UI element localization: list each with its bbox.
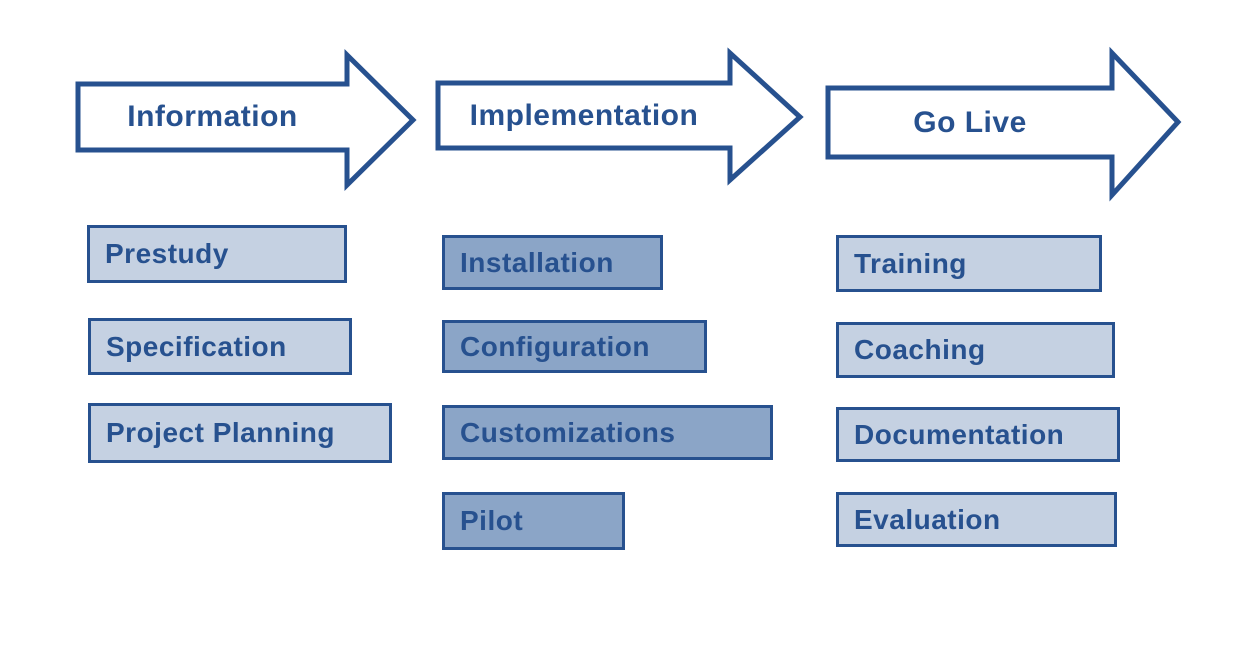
step-label: Configuration xyxy=(460,330,651,362)
step-pilot: Pilot xyxy=(442,492,625,550)
step-specification: Specification xyxy=(88,318,352,375)
step-label: Specification xyxy=(106,330,287,362)
step-training: Training xyxy=(836,235,1102,292)
step-configuration: Configuration xyxy=(442,320,707,373)
step-label: Prestudy xyxy=(105,238,229,269)
step-label: Customizations xyxy=(460,416,676,448)
right-arrow-shape xyxy=(435,47,804,186)
step-label: Coaching xyxy=(854,334,986,365)
step-label: Project Planning xyxy=(106,417,335,448)
step-label: Evaluation xyxy=(854,503,1001,535)
right-arrow-shape xyxy=(75,49,417,191)
step-coaching: Coaching xyxy=(836,322,1115,378)
step-label: Training xyxy=(854,247,967,279)
step-label: Installation xyxy=(460,246,614,278)
step-evaluation: Evaluation xyxy=(836,492,1117,547)
right-arrow-shape xyxy=(825,46,1182,202)
step-customizations: Customizations xyxy=(442,405,773,460)
phase-label-implementation: Implementation xyxy=(469,98,699,132)
step-label: Documentation xyxy=(854,418,1065,450)
step-project-planning: Project Planning xyxy=(88,403,392,463)
phase-arrow-go-live: Go Live xyxy=(824,46,1188,202)
phase-arrow-implementation: Implementation xyxy=(434,47,804,187)
phase-arrow-information: Information xyxy=(74,49,418,191)
step-label: Pilot xyxy=(460,505,524,536)
phase-label-information: Information xyxy=(127,100,298,133)
phase-label-go-live: Go Live xyxy=(913,105,1027,139)
step-installation: Installation xyxy=(442,235,663,290)
step-documentation: Documentation xyxy=(836,407,1120,462)
step-prestudy: Prestudy xyxy=(87,225,347,283)
